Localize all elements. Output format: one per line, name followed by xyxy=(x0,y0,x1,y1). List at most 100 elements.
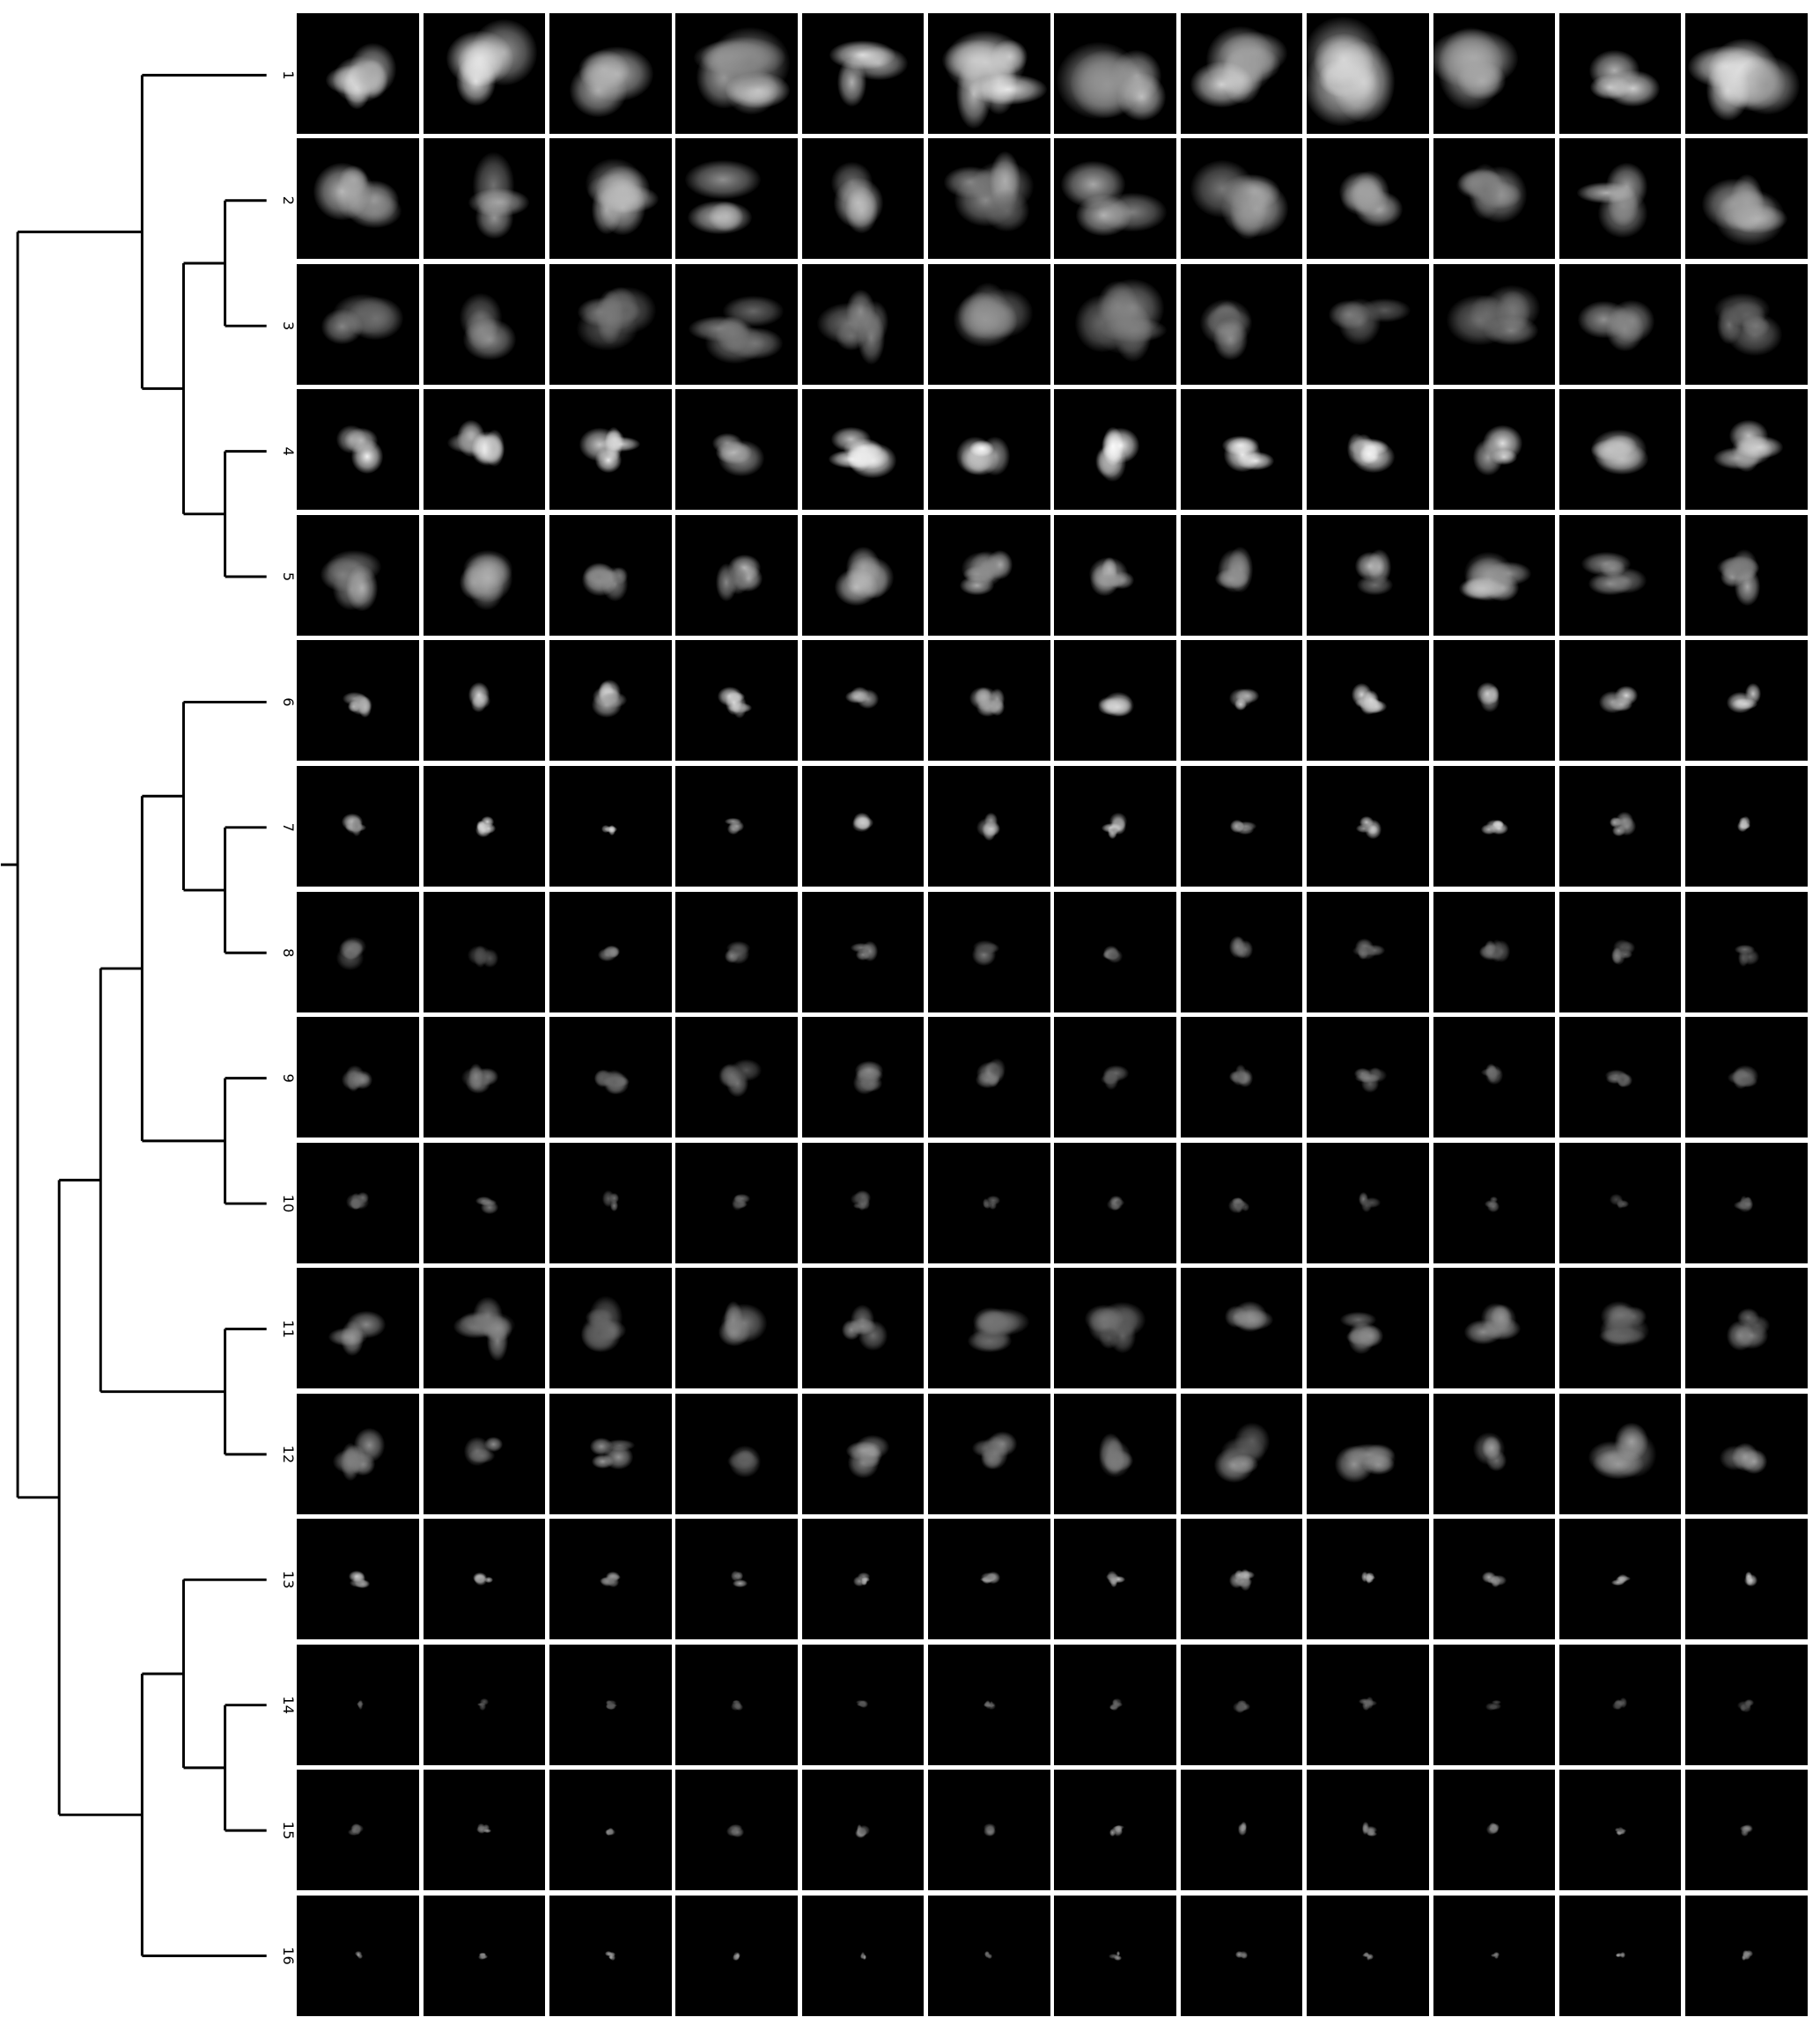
snowflake-image xyxy=(928,1770,1050,1891)
snowflake-blob xyxy=(1109,1829,1116,1837)
snowflake-blob xyxy=(1234,821,1245,832)
snowflake-blob xyxy=(1190,159,1255,217)
snowflake-blob xyxy=(476,1825,488,1834)
snowflake-blob xyxy=(480,1698,489,1706)
snowflake-image xyxy=(801,640,925,762)
snowflake-blob xyxy=(1731,1442,1759,1472)
leaf-label: 7 xyxy=(280,823,297,832)
snowflake-blob xyxy=(1101,427,1140,464)
snowflake-blob xyxy=(730,1571,741,1581)
snowflake-blob xyxy=(350,42,397,95)
snowflake-image xyxy=(1307,1017,1429,1138)
snowflake-blob xyxy=(1736,1075,1757,1088)
snowflake-blob xyxy=(861,940,878,962)
snowflake-image xyxy=(549,1895,672,2016)
snowflake-blob xyxy=(578,427,620,462)
snowflake-blob xyxy=(1473,439,1503,476)
snowflake-blob xyxy=(455,56,497,107)
dendrogram-links xyxy=(0,73,267,1957)
snowflake-image xyxy=(423,765,546,887)
snowflake-image xyxy=(1307,1142,1429,1263)
snowflake-image xyxy=(801,263,925,385)
snowflake-image xyxy=(1685,1017,1808,1138)
snowflake-blob xyxy=(1485,1702,1497,1711)
snowflake-blob xyxy=(1357,574,1393,595)
snowflake-blob xyxy=(1234,698,1248,711)
snowflake-image xyxy=(1433,1142,1555,1263)
snowflake-image xyxy=(1180,12,1303,134)
snowflake-image xyxy=(1307,1519,1429,1640)
snowflake-blob xyxy=(1740,815,1751,829)
snowflake-blob xyxy=(344,949,358,960)
snowflake-blob xyxy=(599,179,645,236)
snowflake-image xyxy=(801,1393,925,1514)
snowflake-blob xyxy=(480,822,497,834)
snowflake-blob xyxy=(944,30,1026,94)
snowflake-image xyxy=(928,1142,1050,1263)
snowflake-image xyxy=(801,1519,925,1640)
snowflake-image xyxy=(549,263,672,385)
snowflake-blob xyxy=(603,1444,634,1469)
snowflake-image xyxy=(1433,1017,1555,1138)
snowflake-image xyxy=(1307,1770,1429,1891)
snowflake-image xyxy=(801,1895,925,2016)
snowflake-image xyxy=(549,1519,672,1640)
snowflake-blob xyxy=(829,40,895,70)
snowflake-blob xyxy=(1114,1702,1124,1707)
snowflake-blob xyxy=(350,1579,367,1588)
snowflake-image xyxy=(1180,138,1303,260)
snowflake-blob xyxy=(726,941,750,956)
snowflake-image xyxy=(297,1142,419,1263)
snowflake-blob xyxy=(1112,1576,1125,1583)
snowflake-blob xyxy=(1358,1698,1372,1704)
snowflake-blob xyxy=(1234,1569,1244,1580)
snowflake-image xyxy=(801,12,925,134)
snowflake-image xyxy=(1685,263,1808,385)
snowflake-blob xyxy=(580,46,653,101)
snowflake-blob xyxy=(733,1194,751,1204)
snowflake-blob xyxy=(1228,936,1246,958)
snowflake-blob xyxy=(969,551,1004,586)
snowflake-image xyxy=(1307,1393,1429,1514)
leaf-label: 10 xyxy=(280,1195,297,1213)
snowflake-blob xyxy=(601,1190,615,1207)
snowflake-blob xyxy=(969,439,994,458)
snowflake-blob xyxy=(851,942,872,953)
snowflake-image xyxy=(675,891,798,1012)
snowflake-image xyxy=(1433,389,1555,511)
snowflake-blob xyxy=(1106,1573,1120,1580)
snowflake-image xyxy=(675,1895,798,2016)
snowflake-image xyxy=(297,1895,419,2016)
leaf-label: 4 xyxy=(280,446,297,455)
snowflake-blob xyxy=(583,562,615,591)
snowflake-blob xyxy=(484,1577,493,1584)
snowflake-image xyxy=(675,1393,798,1514)
snowflake-blob xyxy=(726,1452,759,1470)
snowflake-blob xyxy=(1224,438,1262,473)
snowflake-image xyxy=(1180,1142,1303,1263)
snowflake-blob xyxy=(986,1196,1000,1205)
snowflake-blob xyxy=(1744,1574,1757,1587)
snowflake-blob xyxy=(981,1572,996,1582)
snowflake-blob xyxy=(708,201,743,232)
snowflake-image xyxy=(1558,12,1682,134)
snowflake-blob xyxy=(1739,1195,1749,1211)
snowflake-blob xyxy=(1485,1064,1504,1085)
snowflake-blob xyxy=(731,1059,762,1082)
snowflake-blob xyxy=(984,189,1030,232)
snowflake-blob xyxy=(1611,947,1623,964)
snowflake-blob xyxy=(1367,824,1379,835)
snowflake-blob xyxy=(1361,1953,1370,1958)
snowflake-image xyxy=(928,263,1050,385)
snowflake-image xyxy=(1180,1017,1303,1138)
snowflake-blob xyxy=(463,554,512,602)
snowflake-blob xyxy=(608,1830,614,1835)
snowflake-image xyxy=(1054,765,1176,887)
snowflake-image xyxy=(1180,1770,1303,1891)
snowflake-image xyxy=(928,1268,1050,1389)
snowflake-blob xyxy=(1359,298,1411,322)
snowflake-image xyxy=(1433,640,1555,762)
snowflake-blob xyxy=(984,1700,991,1708)
